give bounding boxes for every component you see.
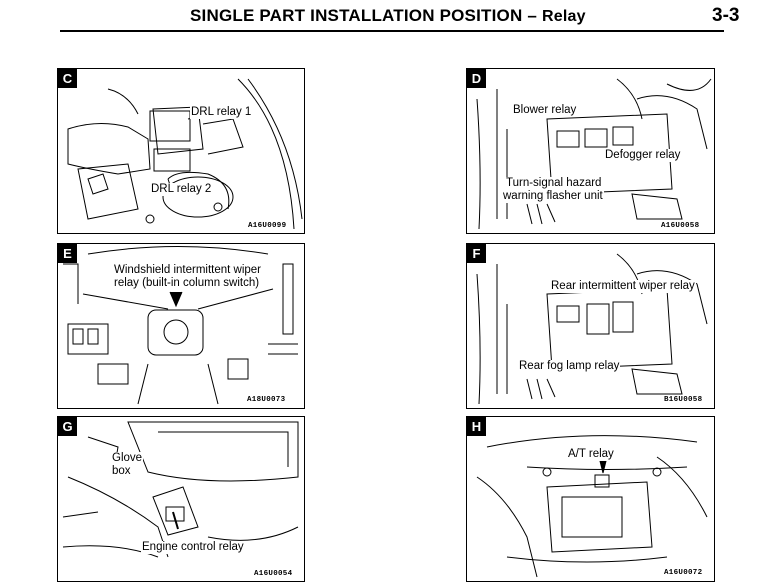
header-rule	[60, 30, 724, 32]
panel-d-drawing	[476, 78, 712, 230]
page-number: 3-3	[712, 5, 740, 26]
panel-d: D Blower relay Defogger relay Turn-signa…	[466, 68, 715, 234]
panel-h-tag: H	[467, 417, 486, 436]
label-rear-intermittent-wiper-relay: Rear intermittent wiper relay	[550, 280, 696, 293]
label-drl-relay-1: DRL relay 1	[190, 106, 253, 119]
label-defogger-relay: Defogger relay	[604, 149, 682, 162]
label-blower-relay: Blower relay	[512, 104, 578, 117]
panel-c: C DRL relay 1 DRL relay 2 A16U0099	[57, 68, 305, 234]
page-subtitle: Relay	[541, 8, 586, 25]
label-drl-relay-2: DRL relay 2	[150, 183, 213, 196]
label-windshield-wiper-relay-line2: relay (built-in column switch)	[113, 277, 261, 290]
label-box: box	[111, 465, 132, 478]
panel-c-code: A16U0099	[248, 222, 287, 230]
panel-e-code: A18U0073	[247, 396, 286, 404]
label-warning-flasher-unit: warning flasher unit	[502, 190, 604, 203]
panel-f-tag: F	[467, 244, 486, 263]
panel-d-tag: D	[467, 69, 486, 88]
page-title: SINGLE PART INSTALLATION POSITION – Rela…	[190, 6, 586, 26]
panel-h-code: A16U0072	[664, 569, 703, 577]
panel-e-drawing	[63, 246, 298, 405]
panel-h: H A/T relay A16U0072	[466, 416, 715, 582]
label-rear-fog-lamp-relay: Rear fog lamp relay	[518, 360, 621, 373]
panel-c-drawing	[67, 78, 303, 230]
panel-f-drawing	[476, 253, 708, 405]
label-at-relay: A/T relay	[567, 448, 615, 461]
label-turn-signal-hazard: Turn-signal hazard	[505, 177, 603, 190]
panel-g-code: A16U0054	[254, 570, 293, 578]
page-title-dash: –	[527, 6, 538, 25]
panel-g-drawing	[62, 421, 299, 558]
label-windshield-wiper-relay-line1: Windshield intermittent wiper	[113, 264, 263, 277]
panel-f-code: B16U0058	[664, 396, 703, 404]
panel-e-tag: E	[58, 244, 77, 263]
panel-f: F Rear intermittent wiper relay Rear fog…	[466, 243, 715, 409]
panel-g-tag: G	[58, 417, 77, 436]
panel-d-code: A16U0058	[661, 222, 700, 230]
panel-g: G Glove box Engine control relay A16U005…	[57, 416, 305, 582]
label-engine-control-relay: Engine control relay	[141, 541, 245, 554]
page-title-main: SINGLE PART INSTALLATION POSITION	[190, 6, 523, 25]
panel-c-tag: C	[58, 69, 77, 88]
label-glove: Glove	[111, 452, 144, 465]
panel-e: E Windshield intermittent wiper relay (b…	[57, 243, 305, 409]
panel-h-drawing	[476, 435, 708, 578]
